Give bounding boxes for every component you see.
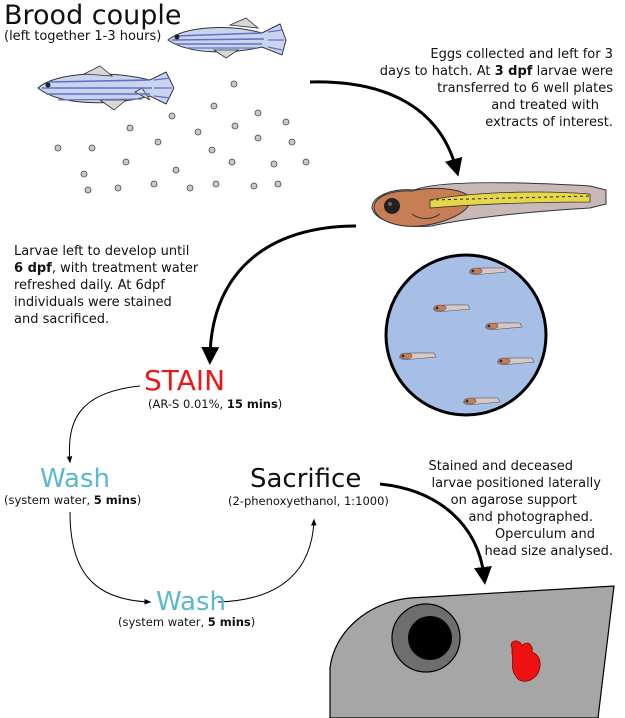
arrow-wash2-to-sacrifice — [217, 518, 317, 603]
arrow-wash1-to-wash2 — [69, 511, 152, 605]
dish-larvae — [399, 267, 535, 405]
sacrifice-label: Sacrifice — [250, 464, 362, 494]
stain-label: STAIN — [144, 364, 226, 397]
note-photo-line: and photographed. — [468, 510, 593, 525]
note-larvae-line: Larvae left to develop until — [14, 244, 190, 259]
larva-head-closeup — [329, 585, 615, 718]
note-eggs-line: extracts of interest. — [485, 115, 613, 130]
wash1-label: Wash — [40, 464, 111, 494]
note-eggs-line: transferred to 6 well plates — [437, 81, 613, 96]
note-eggs-line: Eggs collected and left for 3 — [430, 47, 613, 62]
note-larvae-line: refreshed daily. At 6dpf — [14, 278, 165, 293]
note-larvae: Larvae left to develop until 6 dpf, with… — [14, 243, 334, 328]
larva-large — [371, 182, 607, 227]
note-photo-line: larvae positioned laterally — [431, 476, 602, 491]
note-photo: Stained and deceased larvae positioned l… — [353, 458, 613, 560]
note-eggs: Eggs collected and left for 3 days to ha… — [293, 46, 613, 131]
stain-detail: (AR-S 0.01%, 15 mins) — [148, 397, 283, 411]
note-photo-line: Stained and deceased — [428, 459, 573, 474]
note-larvae-line: individuals were stained — [14, 295, 172, 310]
adult-fish-1 — [167, 17, 287, 59]
eggs — [54, 80, 310, 194]
note-eggs-line: and treated with — [491, 98, 599, 113]
note-photo-line: head size analysed. — [484, 544, 613, 559]
arrow-eggs-to-larva — [309, 80, 463, 177]
sacrifice-detail: (2-phenoxyethanol, 1:1000) — [228, 494, 389, 508]
note-photo-line: Operculum and — [494, 527, 595, 542]
note-photo-line: on agarose support — [450, 493, 577, 508]
arrow-stain-to-wash1 — [66, 385, 141, 464]
arrow-larva-to-stain — [201, 224, 357, 365]
operculum-stain — [510, 640, 541, 682]
page-title: Brood couple — [4, 0, 182, 31]
subtitle: (left together 1-3 hours) — [4, 29, 162, 44]
wash2-label: Wash — [156, 587, 227, 617]
petri-dish — [384, 253, 548, 417]
note-eggs-line: days to hatch. At 3 dpf larvae were — [379, 64, 613, 79]
adult-fish-2 — [37, 65, 175, 111]
wash1-detail: (system water, 5 mins) — [4, 493, 142, 507]
note-larvae-line: 6 dpf, with treatment water — [14, 261, 199, 276]
wash2-detail: (system water, 5 mins) — [118, 615, 256, 629]
note-larvae-line: and sacrificed. — [14, 312, 110, 327]
arrow-sacrifice-to-photo — [379, 482, 492, 585]
